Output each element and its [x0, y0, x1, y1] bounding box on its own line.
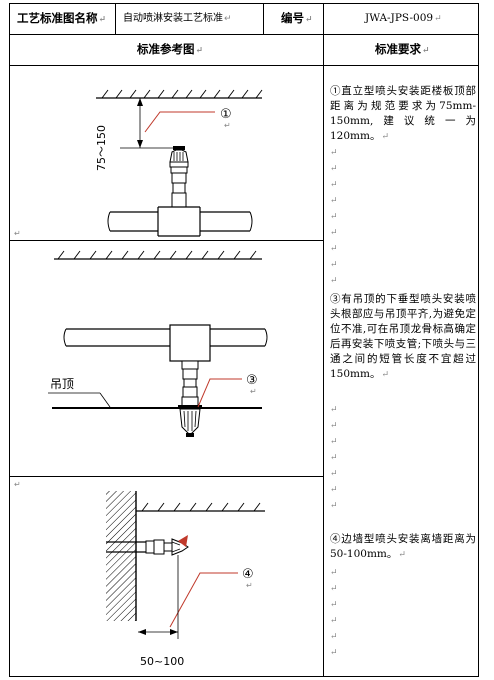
svg-text:↵: ↵ [14, 229, 21, 238]
svg-text:↵: ↵ [246, 581, 253, 590]
column-header-drawings: 标准参考图↵ [137, 42, 204, 56]
dimension-75-150: 75～150 [95, 125, 108, 171]
code-value: JWA-JPS-009↵ [365, 12, 442, 24]
figure-pendent-sprinkler: 吊顶 ③ ↵ [48, 250, 268, 437]
requirement-1-spacer: ↵↵ ↵↵ ↵↵ ↵↵ ↵ [330, 148, 338, 286]
requirement-4: ④边墙型喷头安装离墙距离为50-100mm。↵ [330, 533, 476, 560]
callout-4: ④ [242, 567, 254, 582]
column-header-requirements: 标准要求↵ [375, 42, 430, 56]
requirement-4-spacer: ↵↵ ↵↵ ↵↵ [330, 568, 338, 658]
ceiling-label: 吊顶 [50, 377, 74, 391]
svg-text:↵: ↵ [224, 121, 231, 130]
figure-upright-sprinkler: 75～150 ① ↵ ↵ [14, 89, 263, 238]
drawing-name-value: 自动喷淋安装工艺标准↵ [123, 13, 232, 24]
drawing-name-label: 工艺标准图名称↵ [17, 11, 107, 25]
callout-1: ① [220, 107, 232, 122]
code-label: 编号↵ [281, 11, 313, 25]
dimension-50-100: 50~100 [140, 655, 184, 668]
requirement-1: ①直立型喷头安装距楼板顶部距离为规范要求为75mm-150mm,建议统一为120… [330, 85, 476, 142]
figure-sidewall-sprinkler: ↵ ④ ↵ 50~100 [14, 480, 265, 668]
svg-text:↵: ↵ [14, 480, 21, 489]
requirement-3-spacer: ↵↵ ↵↵ ↵↵ ↵ [330, 405, 338, 511]
svg-text:↵: ↵ [250, 387, 257, 396]
requirement-3: ③有吊顶的下垂型喷头安装喷头根部应与吊顶平齐,为避免定位不准,可在吊顶龙骨标高确… [330, 293, 476, 380]
callout-3: ③ [246, 373, 258, 388]
